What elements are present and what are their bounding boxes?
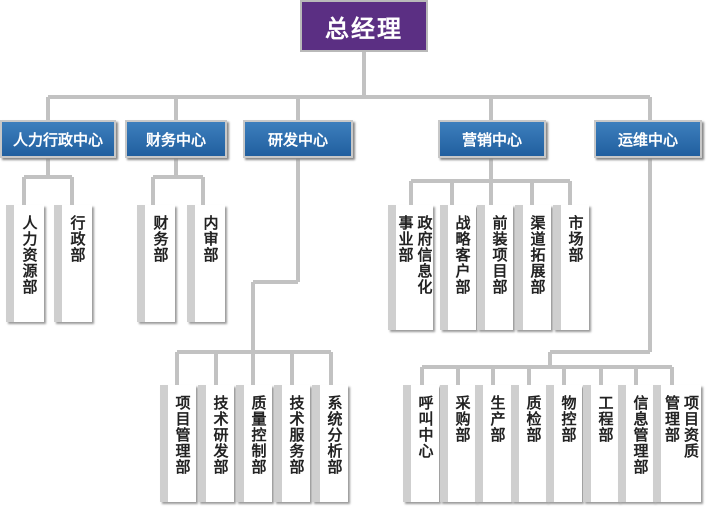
dept-oem-project: 前装项目部 xyxy=(477,205,513,330)
general-manager-box: 总经理 xyxy=(300,0,428,52)
center-label: 人力行政中心 xyxy=(12,130,103,149)
dept-label: 生产部 xyxy=(488,395,507,443)
dept-call-center: 呼叫中心 xyxy=(403,385,439,502)
dept-label: 项目管理部 xyxy=(173,395,192,475)
dept-label: 前装项目部 xyxy=(490,215,509,295)
dept-market: 市场部 xyxy=(553,205,589,330)
center-label: 运维中心 xyxy=(617,130,678,149)
dept-label: 呼叫中心 xyxy=(416,395,435,459)
dept-label: 市场部 xyxy=(566,215,585,263)
dept-hr: 人力资源部 xyxy=(6,205,44,322)
dept-purchasing: 采购部 xyxy=(440,385,476,502)
center-ops: 运维中心 xyxy=(594,120,702,158)
dept-label-line1: 项目资质 xyxy=(682,395,700,459)
dept-label-line2: 政府信息化 xyxy=(415,215,434,295)
center-rnd: 研发中心 xyxy=(243,120,353,158)
dept-material-control: 物控部 xyxy=(546,385,582,502)
dept-label: 人力资源部 xyxy=(20,215,39,295)
dept-label: 内审部 xyxy=(201,215,220,263)
general-manager-label: 总经理 xyxy=(325,14,403,43)
dept-engineering: 工程部 xyxy=(583,385,619,502)
dept-tech-service: 技术服务部 xyxy=(274,385,310,502)
dept-label-line2: 管理部 xyxy=(663,395,681,443)
dept-system-analysis: 系统分析部 xyxy=(312,385,348,502)
dept-label: 战略客户部 xyxy=(453,215,472,295)
dept-label: 物控部 xyxy=(559,395,578,443)
dept-label: 工程部 xyxy=(596,395,615,443)
dept-project-qualification: 项目资质 管理部 xyxy=(653,385,701,502)
dept-label: 技术研发部 xyxy=(211,395,230,475)
center-label: 营销中心 xyxy=(461,130,522,149)
dept-gov-it: 政府信息化 事业部 xyxy=(388,205,434,330)
dept-label: 技术服务部 xyxy=(287,395,306,475)
dept-label: 行政部 xyxy=(68,215,87,263)
dept-label: 财务部 xyxy=(151,215,170,263)
center-hr-admin: 人力行政中心 xyxy=(0,120,116,158)
dept-label: 渠道拓展部 xyxy=(528,215,547,295)
dept-label-line1: 事业部 xyxy=(396,215,415,263)
dept-label: 质量控制部 xyxy=(249,395,268,475)
dept-tech-rnd: 技术研发部 xyxy=(198,385,234,502)
dept-audit: 内审部 xyxy=(187,205,225,322)
dept-strategic-customer: 战略客户部 xyxy=(440,205,476,330)
center-label: 财务中心 xyxy=(145,130,206,149)
dept-project-mgmt: 项目管理部 xyxy=(160,385,196,502)
center-label: 研发中心 xyxy=(267,130,328,149)
center-marketing: 营销中心 xyxy=(438,120,546,158)
dept-label: 系统分析部 xyxy=(325,395,344,475)
dept-info-mgmt: 信息管理部 xyxy=(618,385,654,502)
dept-channel-expansion: 渠道拓展部 xyxy=(515,205,551,330)
dept-quality-inspection: 质检部 xyxy=(511,385,547,502)
dept-finance: 财务部 xyxy=(137,205,175,322)
dept-label: 信息管理部 xyxy=(631,395,650,475)
dept-production: 生产部 xyxy=(475,385,511,502)
dept-admin: 行政部 xyxy=(54,205,92,322)
dept-label: 采购部 xyxy=(453,395,472,443)
dept-quality-control: 质量控制部 xyxy=(236,385,272,502)
dept-label: 质检部 xyxy=(524,395,543,443)
center-finance: 财务中心 xyxy=(125,120,227,158)
